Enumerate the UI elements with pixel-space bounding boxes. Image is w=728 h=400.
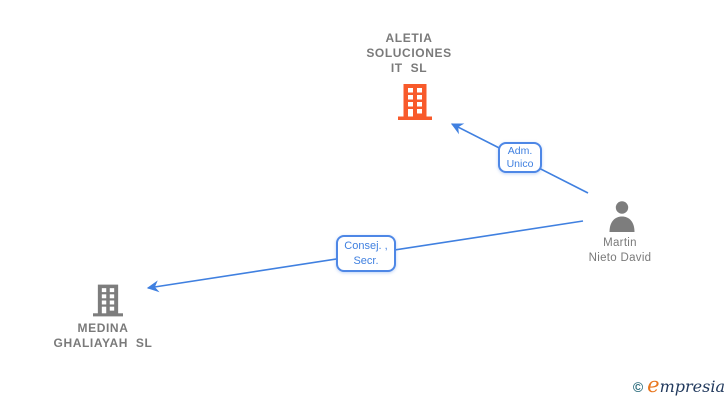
building-icon-aletia[interactable] [398,84,432,120]
copyright-icon: © [632,379,644,395]
company-name-line: SOLUCIONES [366,46,452,60]
building-icon-medina[interactable] [93,283,123,318]
company-label-aletia[interactable]: ALETIA SOLUCIONES IT SL [309,31,509,76]
edge-label-line: Consej. , [344,239,388,252]
person-name-line: Nieto David [588,252,652,264]
person-icon-martin[interactable] [606,200,638,232]
company-name-line: IT SL [390,61,428,75]
person-label-martin[interactable]: Martin Nieto David [545,236,695,266]
brand-letter: e [647,373,660,397]
edge-label-consej-secr: Consej. , Secr. [336,235,396,272]
person-name-line: Martin [603,237,637,249]
company-name-line: ALETIA [385,31,433,45]
company-name-line: MEDINA [77,321,129,335]
brand-name: mpresia [659,377,725,396]
edge-label-line: Adm. [507,144,533,157]
company-label-medina[interactable]: MEDINA GHALIAYAH SL [13,321,193,351]
edge-label-line: Secr. [353,254,379,267]
company-name-line: GHALIAYAH SL [53,336,153,350]
edge-label-adm-unico: Adm. Unico [498,142,542,173]
edge-label-line: Unico [506,157,534,170]
empresia-logo[interactable]: © e mpresia [632,373,725,397]
